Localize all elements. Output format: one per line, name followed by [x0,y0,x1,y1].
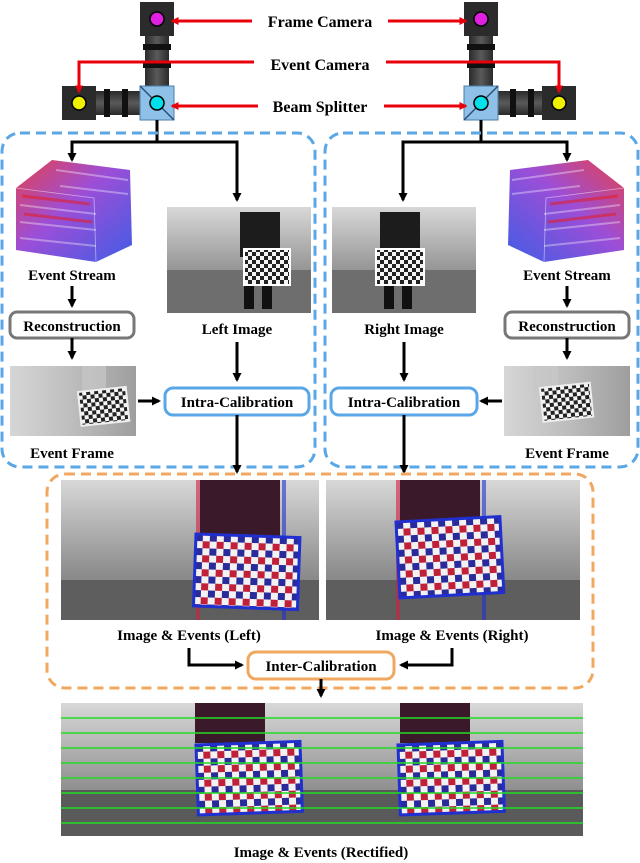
left-image-photo [167,207,311,313]
intra-calibration-left-box: Intra-Calibration [163,386,311,417]
pointer-event-left [75,60,254,94]
checkerboard-icon [191,532,302,612]
event-stream-left-label: Event Stream [28,268,116,284]
image-events-right-label: Image & Events (Right) [376,628,529,644]
event-camera-label: Event Camera [270,57,369,74]
camera-icon [62,86,140,120]
image-events-rectified-label: Image & Events (Rectified) [234,845,409,861]
beam-splitter-label: Beam Splitter [273,99,368,116]
event-frame-right-image [504,366,630,436]
rectification-lines [61,717,583,824]
camera-icon [498,86,576,120]
event-stream-left-image [15,160,132,263]
reconstruction-left-label: Reconstruction [23,319,121,335]
event-cloud-icon [15,160,132,263]
intra-calibration-right-box: Intra-Calibration [329,386,479,417]
reconstruction-left-box: Reconstruction [8,310,136,340]
event-stream-right-label: Event Stream [523,268,611,284]
checkerboard-icon [375,248,425,286]
left-image-label: Left Image [202,322,273,338]
pointer-event-right [386,60,563,94]
checkerboard-icon [76,385,131,427]
intra-calibration-right-label: Intra-Calibration [348,395,461,411]
camera-icon [140,2,174,86]
right-camera-rig [463,2,576,121]
image-events-left-label: Image & Events (Left) [117,628,261,644]
checkerboard-icon [394,514,506,600]
checkerboard-icon [538,381,595,423]
component-labels: Frame Camera Event Camera Beam Splitter [268,14,372,116]
checkerboard-icon [243,248,291,286]
right-image-photo [332,207,476,313]
right-image-label: Right Image [364,322,444,338]
camera-icon [464,2,498,86]
frame-camera-label: Frame Camera [268,14,372,31]
event-cloud-icon [508,160,625,263]
beam-splitter-icon [139,85,175,121]
reconstruction-right-label: Reconstruction [518,319,616,335]
inter-calibration-box: Inter-Calibration [246,650,396,681]
event-frame-left-label: Event Frame [30,446,114,462]
beam-splitter-icon [463,85,499,121]
red-pointer-arrows [75,17,563,110]
inter-calibration-label: Inter-Calibration [265,659,377,675]
right-intra-calibration-region [323,131,640,469]
reconstruction-right-box: Reconstruction [503,310,631,340]
event-frame-right-label: Event Frame [525,446,609,462]
left-intra-calibration-region [0,131,317,469]
image-events-left-photo [61,480,319,620]
event-stream-right-image [508,160,625,263]
image-events-rectified-photo [61,703,583,836]
event-frame-left-image [10,366,136,436]
intra-calibration-left-label: Intra-Calibration [181,395,294,411]
splitter-output-arrows [67,120,572,202]
image-events-right-photo [326,480,580,620]
